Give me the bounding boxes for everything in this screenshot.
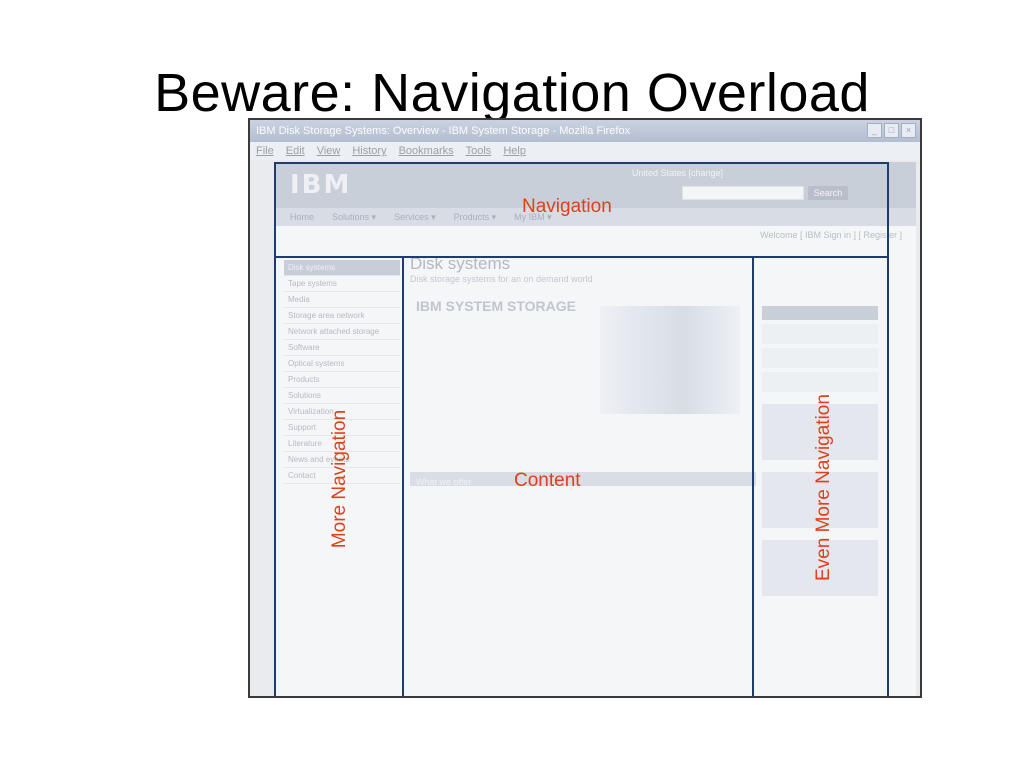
promo-title: IBM SYSTEM STORAGE xyxy=(416,298,576,314)
maximize-icon[interactable]: □ xyxy=(884,123,899,138)
right-column-header xyxy=(762,306,878,320)
ibm-logo[interactable]: IBM xyxy=(290,170,352,200)
window-title: IBM Disk Storage Systems: Overview - IBM… xyxy=(256,125,631,137)
left-nav-item[interactable]: Solutions xyxy=(284,388,400,404)
right-column-card[interactable] xyxy=(762,472,878,528)
nav-home[interactable]: Home xyxy=(290,212,315,222)
search-input[interactable] xyxy=(682,186,804,200)
menu-history[interactable]: History xyxy=(352,145,387,157)
right-column-card[interactable] xyxy=(762,404,878,460)
menu-help[interactable]: Help xyxy=(503,145,526,157)
left-nav: Disk systems Tape systems Media Storage … xyxy=(284,260,400,484)
nav-products[interactable]: Products ▾ xyxy=(453,212,497,222)
left-nav-item[interactable]: Literature xyxy=(284,436,400,452)
right-column-card[interactable] xyxy=(762,540,878,596)
right-column-row[interactable] xyxy=(762,324,878,344)
welcome-links[interactable]: Welcome [ IBM Sign in ] [ Register ] xyxy=(760,230,902,240)
ibm-top-nav: Home Solutions ▾ Services ▾ Products ▾ M… xyxy=(276,208,916,226)
ibm-web-page: IBM United States [change] Search Home S… xyxy=(276,162,916,696)
offer-heading: What we offer xyxy=(410,472,756,487)
left-nav-item[interactable]: Media xyxy=(284,292,400,308)
right-column xyxy=(762,306,878,596)
even-more-navigation-box xyxy=(752,256,889,696)
page-heading: Disk systems xyxy=(410,254,511,273)
left-nav-item[interactable]: Optical systems xyxy=(284,356,400,372)
offer-heading-label: What we offer xyxy=(416,477,472,487)
browser-screenshot: IBM Disk Storage Systems: Overview - IBM… xyxy=(248,118,922,698)
even-more-navigation-label: Even More Navigation xyxy=(813,394,834,581)
menu-tools[interactable]: Tools xyxy=(465,145,492,157)
main-content: Disk systems Disk storage systems for an… xyxy=(410,248,750,316)
right-column-row[interactable] xyxy=(762,348,878,368)
menu-file[interactable]: File xyxy=(256,145,274,157)
slide-title: Beware: Navigation Overload xyxy=(154,63,870,123)
window-controls: _ □ × xyxy=(867,123,916,138)
menu-edit[interactable]: Edit xyxy=(285,145,305,157)
right-column-row[interactable] xyxy=(762,372,878,392)
left-nav-item[interactable]: Products xyxy=(284,372,400,388)
more-navigation-label: More Navigation xyxy=(329,409,350,549)
left-nav-item[interactable]: Tape systems xyxy=(284,276,400,292)
nav-solutions[interactable]: Solutions ▾ xyxy=(332,212,377,222)
country-selector[interactable]: United States [change] xyxy=(632,168,724,178)
menu-view[interactable]: View xyxy=(316,145,341,157)
left-nav-item[interactable]: Storage area network xyxy=(284,308,400,324)
browser-titlebar: IBM Disk Storage Systems: Overview - IBM… xyxy=(250,120,920,142)
ibm-masthead: IBM United States [change] Search xyxy=(276,162,916,208)
left-nav-item[interactable]: Software xyxy=(284,340,400,356)
left-nav-item[interactable]: Network attached storage xyxy=(284,324,400,340)
nav-services[interactable]: Services ▾ xyxy=(394,212,436,222)
left-nav-item[interactable]: Support xyxy=(284,420,400,436)
left-nav-item[interactable]: Virtualization xyxy=(284,404,400,420)
left-nav-item[interactable]: Contact xyxy=(284,468,400,484)
minimize-icon[interactable]: _ xyxy=(867,123,882,138)
left-nav-item[interactable]: Disk systems xyxy=(284,260,400,276)
menu-bookmarks[interactable]: Bookmarks xyxy=(398,145,454,157)
promo-image xyxy=(600,306,740,414)
search-button[interactable]: Search xyxy=(808,186,848,200)
navigation-label: Navigation xyxy=(522,196,612,217)
left-nav-item[interactable]: News and events xyxy=(284,452,400,468)
content-label: Content xyxy=(514,470,581,491)
close-icon[interactable]: × xyxy=(901,123,916,138)
browser-menubar: File Edit View History Bookmarks Tools H… xyxy=(250,142,920,160)
page-subheading: Disk storage systems for an on demand wo… xyxy=(410,274,593,284)
nav-my-ibm[interactable]: My IBM ▾ xyxy=(514,212,552,222)
